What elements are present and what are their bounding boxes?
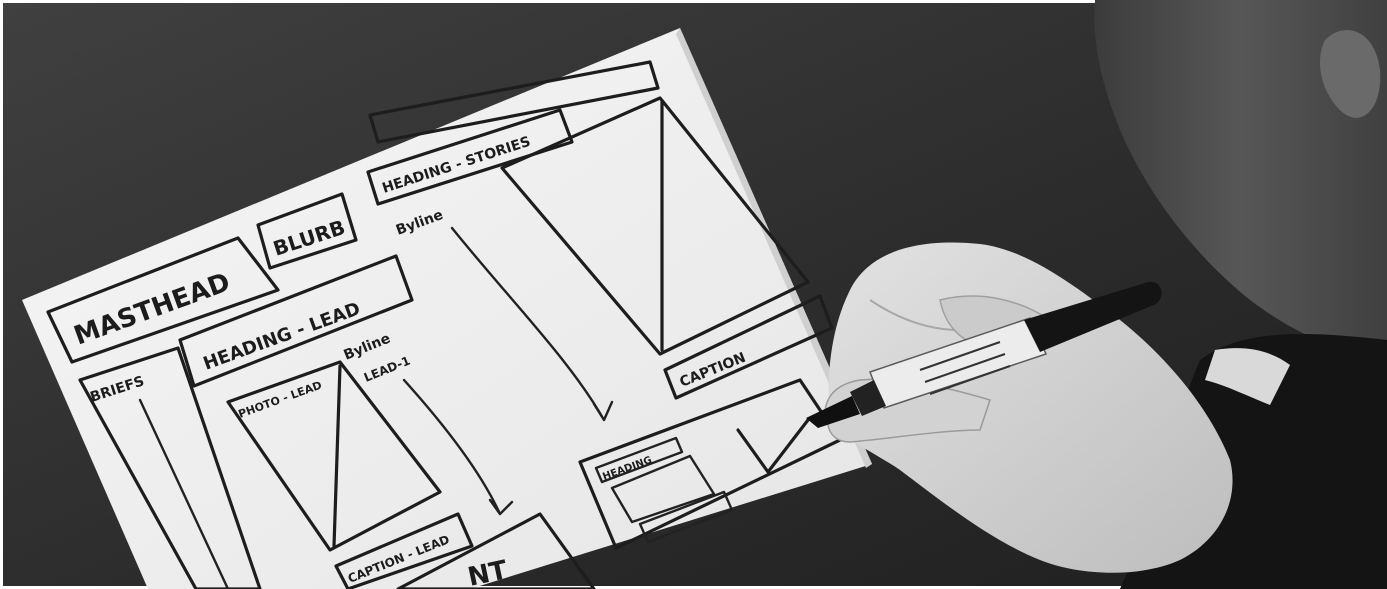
- photo-frame: HEADING - STORIES MASTHEAD BLURB HEADING…: [0, 0, 1387, 589]
- sketch-photo: HEADING - STORIES MASTHEAD BLURB HEADING…: [0, 0, 1387, 589]
